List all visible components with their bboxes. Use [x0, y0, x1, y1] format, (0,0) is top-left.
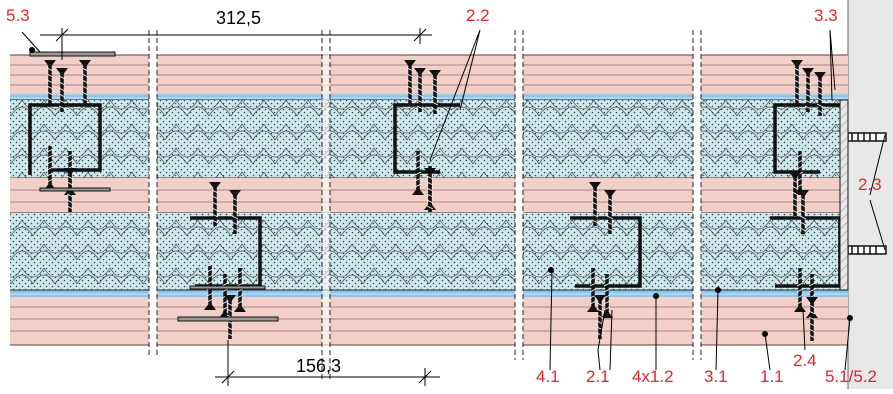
callout-2-3: 2.3: [858, 175, 882, 194]
dimension-top-line: [40, 28, 432, 60]
break-lines: [148, 30, 702, 380]
dimension-top: 312,5: [216, 8, 261, 28]
bottom-board-layers: [10, 289, 848, 346]
callout-3-3: 3.3: [814, 6, 838, 25]
callout-5-3: 5.3: [6, 6, 30, 25]
callout-2-2: 2.2: [466, 6, 490, 25]
callout-1-1: 1.1: [760, 367, 784, 386]
top-joint-plate: [29, 51, 116, 57]
callout-5-1-5-2: 5.1/5.2: [825, 367, 877, 386]
callout-3-1: 3.1: [704, 367, 728, 386]
callout-4-1: 4.1: [536, 367, 560, 386]
leader-lines: [21, 29, 886, 371]
bottom-joint-plate: [177, 316, 279, 322]
edge-seal: [839, 99, 849, 291]
callout-2-1: 2.1: [586, 367, 610, 386]
top-board-layers: [10, 54, 848, 101]
dimension-bottom-line: [215, 340, 440, 386]
dimension-bottom: 156,3: [296, 356, 341, 376]
callout-2-4: 2.4: [793, 351, 817, 370]
callout-4x1-2: 4x1.2: [632, 367, 674, 386]
